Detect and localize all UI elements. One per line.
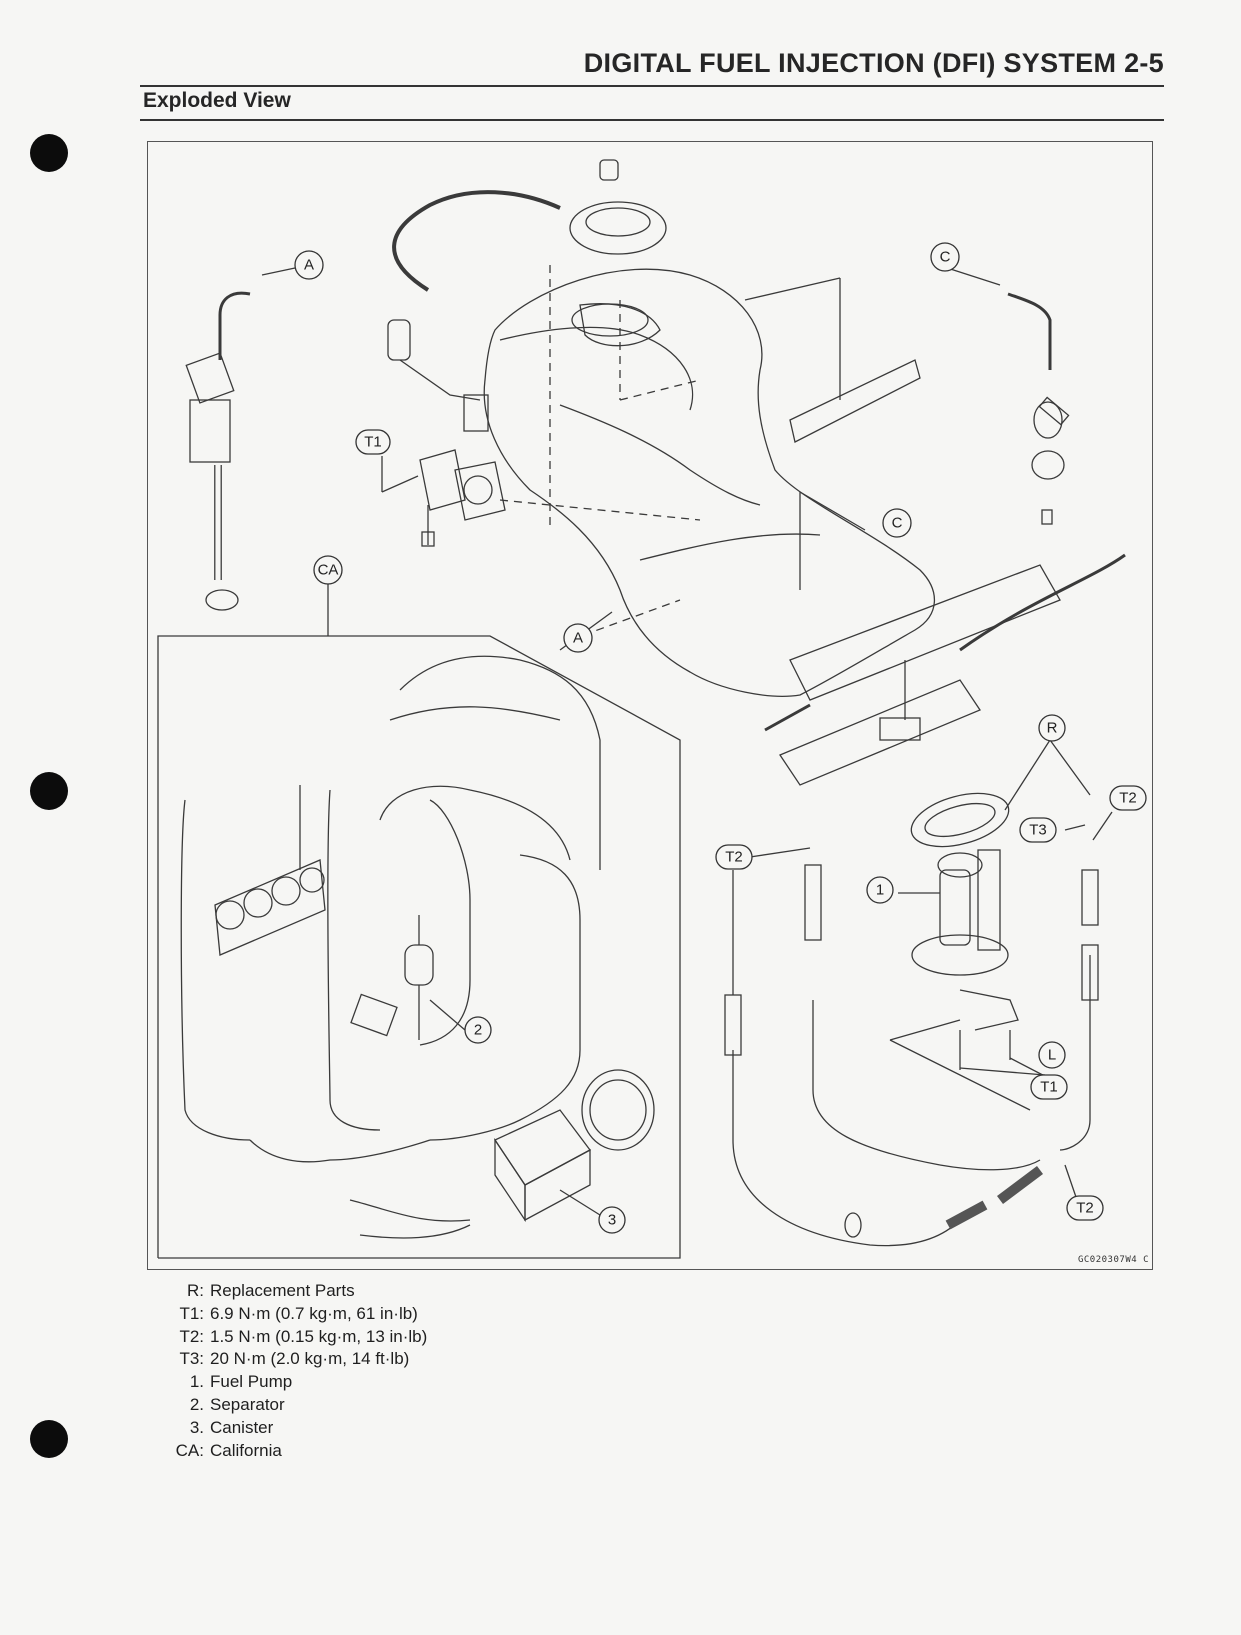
fuel-cap-icon	[569, 201, 667, 255]
callout-r: R	[1047, 720, 1058, 737]
binder-hole-middle	[30, 772, 68, 810]
callout-t2-right: T2	[1119, 790, 1137, 807]
throttle-body-icon	[214, 859, 326, 956]
figure-code: GC020307W4 C	[1077, 1255, 1149, 1265]
callout-l: L	[1048, 1047, 1056, 1064]
header-rule	[140, 85, 1164, 87]
legend-item: T2:1.5 N·m (0.15 kg·m, 13 in·lb)	[179, 1326, 428, 1346]
legend-item: T1:6.9 N·m (0.7 kg·m, 61 in·lb)	[179, 1303, 418, 1323]
legend-item: 2.Separator	[189, 1394, 285, 1414]
callout-a-tank: A	[573, 630, 583, 647]
figure-legend: R:Replacement Parts T1:6.9 N·m (0.7 kg·m…	[160, 1280, 428, 1462]
callout-t1-pump: T1	[1040, 1079, 1058, 1096]
legend-item: 3.Canister	[189, 1417, 274, 1437]
page-header-title: DIGITAL FUEL INJECTION (DFI) SYSTEM 2-5	[583, 48, 1164, 78]
fuel-level-sensor-icon	[387, 319, 411, 361]
separator-icon	[404, 944, 434, 986]
callout-c-tank: C	[892, 515, 903, 532]
callout-t3: T3	[1029, 822, 1047, 839]
legend-item: 1.Fuel Pump	[189, 1372, 293, 1392]
callout-2-separator: 2	[474, 1022, 482, 1039]
fuel-tank-icon	[483, 268, 936, 697]
binder-hole-top	[30, 134, 68, 172]
callout-a-top: A	[304, 257, 314, 274]
callout-3-canister: 3	[608, 1212, 616, 1229]
legend-item: T3:20 N·m (2.0 kg·m, 14 ft·lb)	[179, 1349, 410, 1369]
exploded-view-figure-frame	[147, 141, 1153, 1270]
callout-t2-bottom: T2	[1076, 1200, 1094, 1217]
callout-t1-sensor: T1	[364, 434, 382, 451]
callout-t2-left: T2	[725, 849, 743, 866]
rubber-strip-icon	[789, 359, 921, 443]
legend-item: R:Replacement Parts	[187, 1281, 355, 1300]
pump-gasket-icon	[910, 792, 1010, 848]
canister-icon	[494, 1069, 655, 1223]
callout-c-top: C	[940, 249, 951, 266]
callout-ca: CA	[318, 562, 339, 579]
binder-hole-bottom	[30, 1420, 68, 1458]
california-inset-box	[157, 635, 681, 1259]
legend-item: CA:California	[175, 1440, 282, 1460]
section-rule	[140, 119, 1164, 121]
fuel-pump-icon	[911, 849, 1019, 1070]
callout-1-fuel-pump: 1	[876, 882, 884, 899]
breather-tube	[392, 190, 561, 292]
section-title: Exploded View	[143, 89, 291, 112]
